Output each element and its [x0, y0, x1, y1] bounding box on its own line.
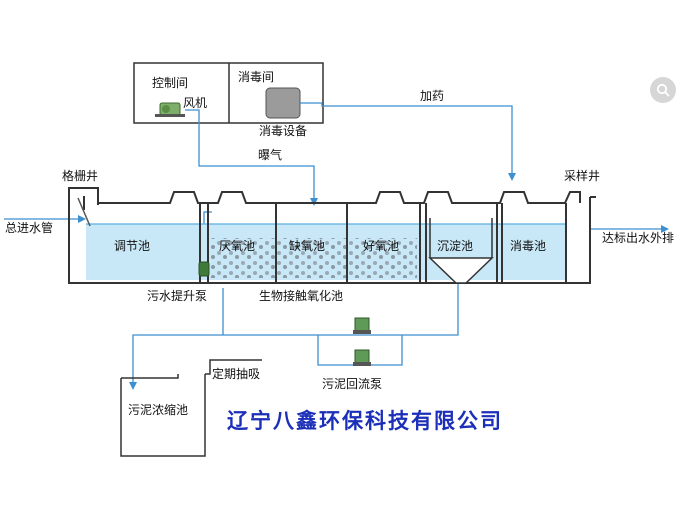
disinfection-device-icon	[265, 87, 301, 119]
biofilm-media	[207, 238, 417, 278]
lift-pump-icon	[198, 261, 210, 277]
aerobic-tank-label: 好氧池	[363, 239, 399, 253]
inlet-label: 总进水管	[5, 220, 53, 235]
company-name: 辽宁八鑫环保科技有限公司	[227, 408, 503, 433]
anoxic-tank-label: 缺氧池	[289, 238, 325, 253]
sampling-well-label: 采样井	[564, 168, 600, 183]
sludge-return-pumps	[353, 317, 371, 366]
fan-label: 风机	[183, 96, 207, 110]
biofilm-label: 生物接触氧化池	[259, 288, 343, 303]
lift-pump-label: 污水提升泵	[147, 288, 207, 303]
screen-well-label: 格栅井	[62, 168, 98, 183]
disinfection-equipment-label: 消毒设备	[259, 124, 307, 138]
aeration-label: 曝气	[258, 147, 282, 162]
pump-icon	[354, 349, 370, 365]
control-room-label: 控制间	[152, 76, 188, 90]
water-body	[86, 223, 566, 280]
sludge-tank-label: 污泥浓缩池	[128, 402, 188, 417]
pump-icon	[354, 317, 370, 333]
equipment-building: 控制间 风机 消毒间 消毒设备	[133, 62, 324, 138]
sludge-tank	[120, 359, 262, 457]
disinfection-tank-label: 消毒池	[510, 239, 546, 253]
disinfection-room-label: 消毒间	[238, 70, 274, 84]
arrows	[78, 173, 669, 390]
sludge-pump-label: 污泥回流泵	[322, 377, 382, 391]
fan-icon	[155, 102, 185, 117]
dosing-label: 加药	[420, 89, 444, 103]
zoom-button[interactable]	[650, 77, 676, 103]
periodic-pumping-label: 定期抽吸	[212, 366, 260, 381]
magnifier-icon	[656, 83, 670, 97]
screen-icon	[77, 197, 91, 227]
anaerobic-tank-label: 厌氧池	[219, 239, 255, 253]
sedimentation-tank-label: 沉淀池	[437, 239, 473, 253]
regulating-tank-label: 调节池	[114, 239, 150, 253]
outlet-label: 达标出水外排	[602, 231, 674, 245]
sedimentation-hopper	[428, 257, 494, 284]
pipes	[4, 102, 665, 386]
